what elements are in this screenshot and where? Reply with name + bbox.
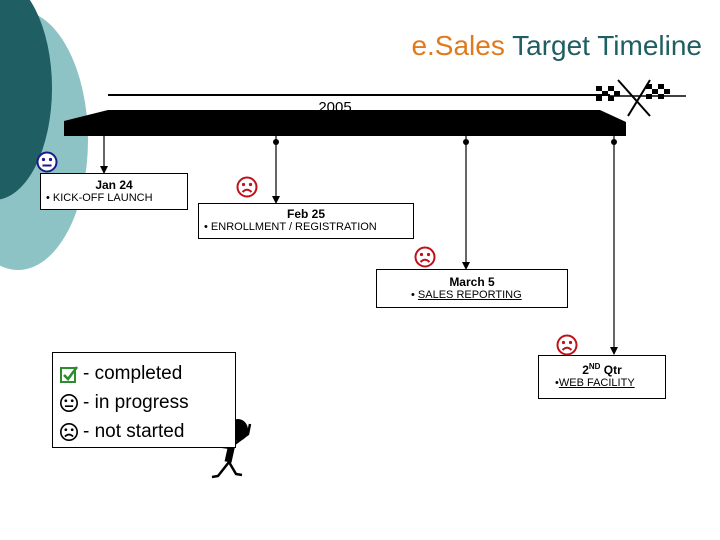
checkered-flags-icon: [596, 79, 670, 117]
legend-item-completed: - completed: [59, 361, 182, 387]
frown-face-icon: [414, 246, 436, 268]
arrow-head: [462, 262, 470, 270]
connector-dot: [273, 139, 279, 145]
check-box-icon: [60, 366, 79, 383]
milestone-date: March 5: [449, 275, 495, 289]
milestone-jan: Jan 24 • KICK-OFF LAUNCH: [40, 173, 188, 210]
page-title: e.Sales Target Timeline: [411, 30, 702, 62]
milestone-connectors: [103, 136, 615, 354]
legend: - completed - in progress - not started: [52, 352, 236, 448]
legend-item-in-progress: - in progress: [59, 390, 189, 416]
connector-dot: [463, 139, 469, 145]
legend-label: - not started: [83, 421, 185, 442]
milestone-task: • KICK-OFF LAUNCH: [46, 192, 153, 204]
arrow-head: [610, 347, 618, 355]
milestone-task: • ENROLLMENT / REGISTRATION: [204, 221, 377, 233]
milestone-date: 2ND Qtr: [582, 362, 622, 377]
connector-dot: [611, 139, 617, 145]
arrow-head: [272, 196, 280, 204]
neutral-face-icon: [36, 151, 58, 173]
frown-face-icon: [60, 423, 78, 441]
milestone-q2: 2ND Qtr •WEB FACILITY: [538, 355, 666, 399]
milestone-feb: Feb 25 • ENROLLMENT / REGISTRATION: [198, 203, 414, 239]
neutral-face-icon: [60, 394, 78, 412]
title-part-esales: e.Sales: [411, 30, 505, 61]
legend-item-not-started: - not started: [59, 419, 184, 445]
year-label: 2005: [318, 99, 352, 116]
milestone-date: Feb 25: [286, 207, 325, 221]
milestone-date: Jan 24: [95, 178, 133, 192]
frown-face-icon: [236, 176, 258, 198]
frown-face-icon: [556, 334, 578, 356]
timeline-bar: [64, 110, 626, 136]
connector-markers: [100, 139, 618, 355]
milestone-task: •WEB FACILITY: [555, 377, 635, 389]
legend-label: - in progress: [83, 392, 189, 413]
teal-dark-circle: [0, 0, 52, 200]
milestone-task: • SALES REPORTING: [411, 289, 522, 301]
title-part-timeline: Target Timeline: [512, 30, 702, 61]
legend-label: - completed: [83, 363, 183, 384]
milestone-march: March 5 • SALES REPORTING: [376, 269, 568, 308]
arrow-head: [100, 166, 108, 174]
